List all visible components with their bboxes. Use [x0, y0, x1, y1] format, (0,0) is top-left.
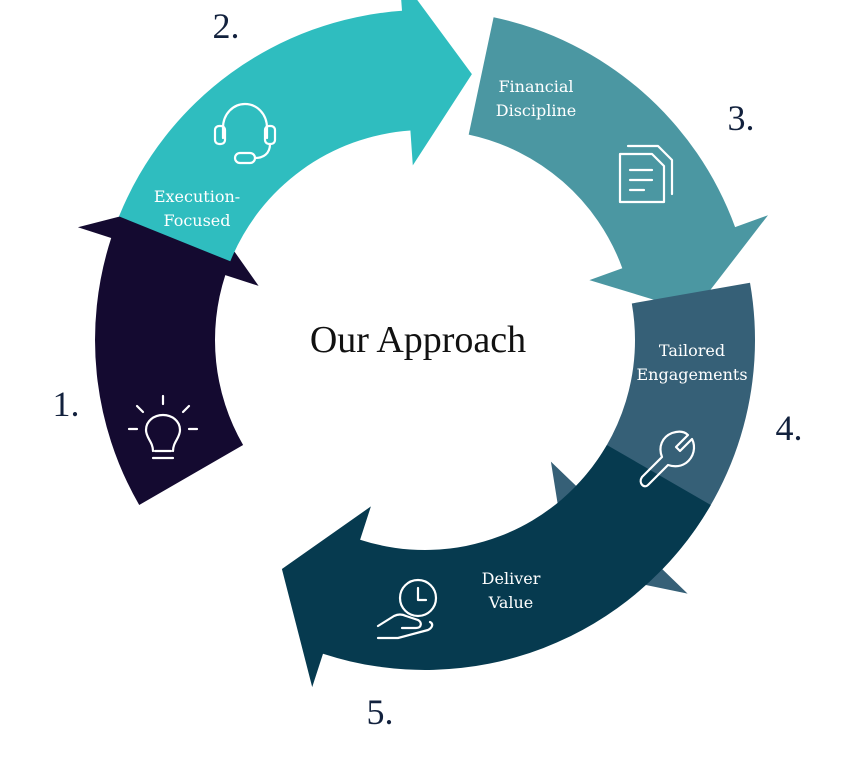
step-4-label-line2: Engagements [636, 365, 747, 384]
lightbulb-icon [127, 394, 199, 460]
step-5-label-line2: Value [488, 593, 534, 612]
step-2-label-line2: Focused [163, 211, 230, 230]
step-2-label-line1: Execution- [154, 187, 240, 206]
wrench-icon [639, 430, 696, 488]
step-3-number: 3. [728, 98, 755, 138]
step-5-label: Deliver Value [482, 569, 541, 612]
step-3-label-line1: Financial [498, 77, 573, 96]
hand-clock-icon [376, 578, 438, 640]
step-3-arrow [468, 17, 768, 312]
step-3-label: Financial Discipline [496, 77, 576, 120]
step-2-arrow [119, 0, 472, 262]
center-title: Our Approach [310, 319, 526, 361]
step-1-label-line2: Perspective [175, 514, 269, 533]
cycle-segments [77, 0, 768, 688]
documents-icon [618, 144, 674, 204]
step-2-label: Execution- Focused [154, 187, 240, 230]
step-1-label-line1: Strategic [185, 490, 260, 509]
step-1-label: Strategic Perspective [175, 490, 269, 533]
step-1-arrow [77, 196, 259, 505]
step-4-number: 4. [776, 408, 803, 448]
step-5-arrow [281, 445, 711, 688]
step-4-label-line1: Tailored [659, 341, 725, 360]
step-1-number: 1. [53, 384, 80, 424]
step-2-number: 2. [213, 6, 240, 46]
step-3-label-line2: Discipline [496, 101, 576, 120]
step-5-label-line1: Deliver [482, 569, 541, 588]
step-5-number: 5. [367, 692, 394, 732]
headset-icon [213, 102, 277, 165]
step-4-label: Tailored Engagements [636, 341, 747, 384]
